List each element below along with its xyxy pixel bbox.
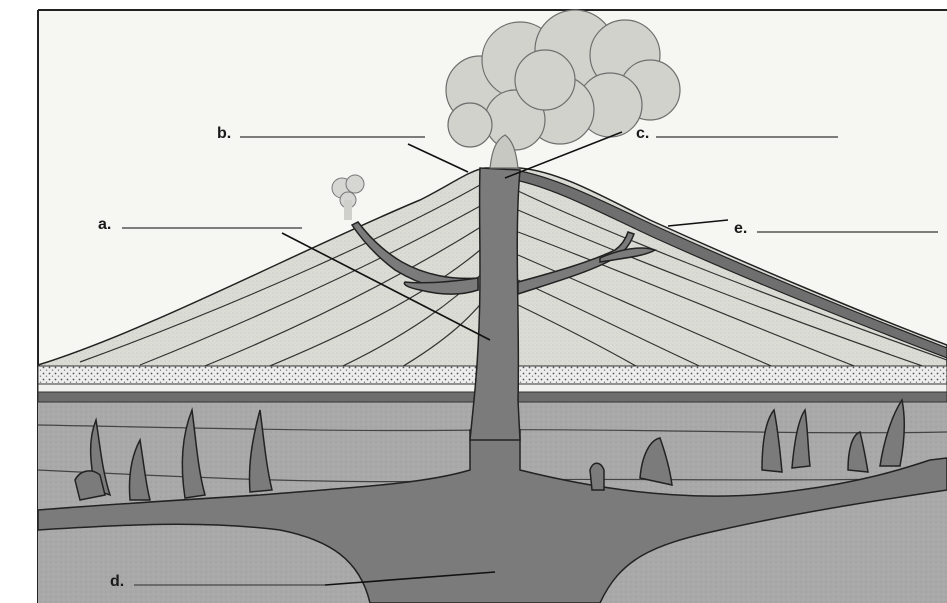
label-b-letter: b. (217, 125, 231, 142)
dike-right-2 (590, 463, 604, 490)
label-c-letter: c. (636, 125, 649, 142)
label-e-letter: e. (734, 220, 747, 237)
label-d-letter: d. (110, 573, 124, 590)
dike-left-5 (75, 471, 105, 500)
label-a-letter: a. (98, 216, 111, 233)
